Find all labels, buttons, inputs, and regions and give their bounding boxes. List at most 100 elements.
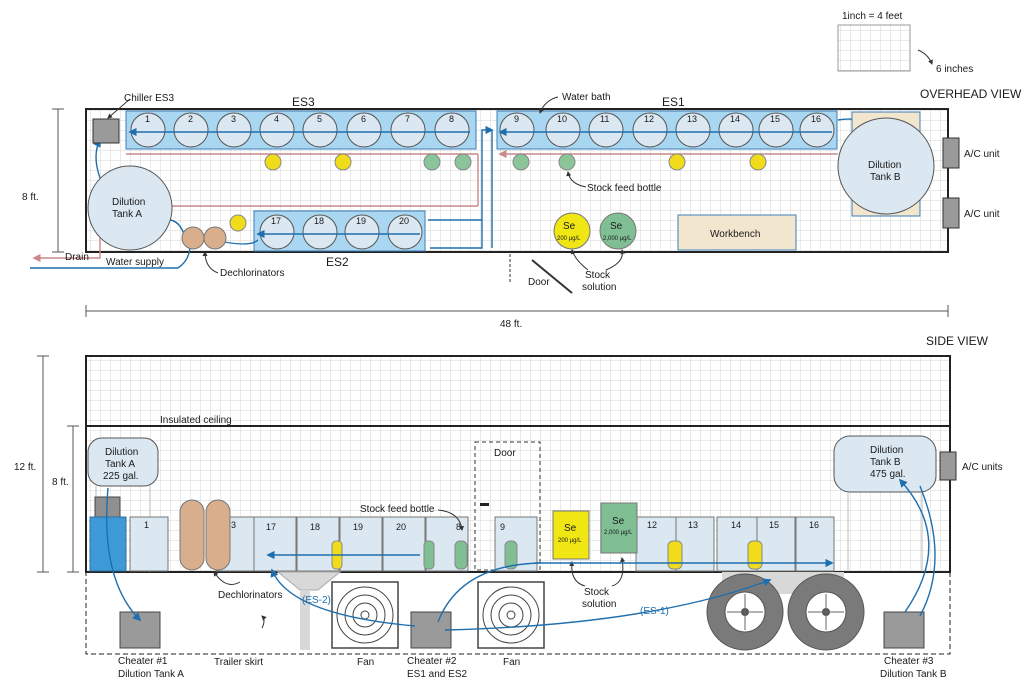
side-stock-feed-label: Stock feed bottle [360,504,435,515]
ac-units-label: A/C units [962,462,1003,473]
chiller-label: Chiller ES3 [124,93,174,104]
tank-number: 15 [769,520,779,530]
se-stock-yellow-top: Se 200 µg/L [553,212,591,250]
tank-number: 6 [361,114,366,124]
svg-text:475 gal.: 475 gal. [870,469,906,480]
tank-number: 11 [600,114,609,124]
svg-text:Se: Se [612,516,625,527]
aquarium [382,516,426,572]
svg-text:Cheater #1: Cheater #1 [118,656,168,667]
tank-number: 5 [317,114,322,124]
water-bath-label: Water bath [562,92,611,103]
scale-legend: 1inch = 4 feet 6 inches [837,11,973,75]
svg-text:Dilution Tank A: Dilution Tank A [118,669,184,680]
scale-sub-label: 6 inches [936,64,973,75]
tank-number: 7 [405,114,410,124]
fan-label: Fan [357,657,374,668]
es2-tanks: 17 18 19 20 [259,214,423,250]
es3-tanks: 1 2 3 4 5 6 7 8 [130,112,470,148]
se-concentration: 200 µg/L [557,236,581,242]
es1-tank [718,112,754,148]
tank-number: 18 [310,522,320,532]
svg-text:Dilution Tank B: Dilution Tank B [880,669,947,680]
es1-tank [799,112,835,148]
side-stock-solution-label: Stock [584,587,610,598]
drain-label: Drain [65,252,89,263]
ac-unit [942,197,960,229]
es1-label: ES1 [662,95,685,109]
svg-text:ES1 and ES2: ES1 and ES2 [407,669,467,680]
svg-text:225 gal.: 225 gal. [103,471,139,482]
stock-solution-label: solution [582,282,616,293]
fan-label: Fan [503,657,520,668]
svg-text:Dilution: Dilution [870,445,903,456]
es2-tank [387,214,423,250]
side-stock-solution-label: solution [582,599,616,610]
tank-a-line2: Tank A [112,209,142,220]
side-dechlorinators-label: Dechlorinators [218,590,282,601]
svg-text:2,000 µg/L: 2,000 µg/L [604,530,633,536]
es1-tank [675,112,711,148]
scale-label: 1inch = 4 feet [842,11,903,22]
stock-feed-bottles [229,153,767,232]
dilution-tank-b-top: Dilution Tank B [837,111,935,217]
tank-number: 14 [731,520,741,530]
se-stock-yellow-side: Se 200 µg/L [552,510,590,560]
es3-label: ES3 [292,95,315,109]
workbench [677,214,797,251]
dechlorinator [203,226,227,250]
overhead-width-label: 48 ft. [500,319,522,330]
side-dimensions: 12 ft. 8 ft. [14,355,79,573]
tank-number: 1 [145,114,150,124]
tank-number: 20 [396,522,406,532]
overhead-title: OVERHEAD VIEW [920,87,1022,101]
tank-number: 13 [687,114,697,124]
tank-number: 14 [730,114,740,124]
tank-number: 3 [231,520,236,530]
cheater-2 [410,611,452,649]
trailer-skirt-label: Trailer skirt [214,657,263,668]
dechlorinator [181,226,205,250]
tank-number: 17 [271,216,281,226]
svg-text:200 µg/L: 200 µg/L [558,538,582,544]
svg-text:Tank A: Tank A [105,459,135,470]
overhead-dimensions: 8 ft. 48 ft. [22,108,949,330]
es3-tank [434,112,470,148]
es3-tank [346,112,382,148]
tank-number: 17 [266,522,276,532]
height-8-label: 8 ft. [52,477,69,488]
cheater-3 [883,611,925,649]
water-supply-label: Water supply [106,257,164,268]
tank-number: 16 [809,520,819,530]
svg-text:Cheater #2: Cheater #2 [407,656,457,667]
wheel-1 [706,573,784,651]
es1-tanks: 9 10 11 12 13 14 15 16 [499,112,835,148]
tank-number: 2 [188,114,193,124]
svg-text:Se: Se [564,523,577,534]
es1-tank [758,112,794,148]
dilution-tank-a-top: Dilution Tank A [87,165,173,251]
es3-tank [216,112,252,148]
se-stock-green-side: Se 2,000 µg/L [600,502,638,554]
side-door-label: Door [494,448,516,459]
dilution-tank-a-side: Dilution Tank A 225 gal. [87,437,159,572]
svg-text:Tank B: Tank B [870,457,901,468]
ac-units-side [939,451,957,481]
ac-label: A/C unit [964,209,1000,220]
trailer-skirt [85,571,951,655]
se-element: Se [563,221,576,232]
cheater-1 [119,611,161,649]
es3-tank [302,112,338,148]
height-12-label: 12 ft. [14,462,36,473]
stock-feed-label: Stock feed bottle [587,183,662,194]
aquarium [253,516,297,572]
aquarium [756,516,796,572]
tank-number: 12 [644,114,654,124]
wheel-2 [787,573,865,651]
insulated-ceiling-label: Insulated ceiling [160,415,232,426]
es2-tank [302,214,338,250]
tank-number: 20 [399,216,409,226]
dechlorinators-side [179,499,231,571]
se-concentration: 2,000 µg/L [603,236,632,242]
